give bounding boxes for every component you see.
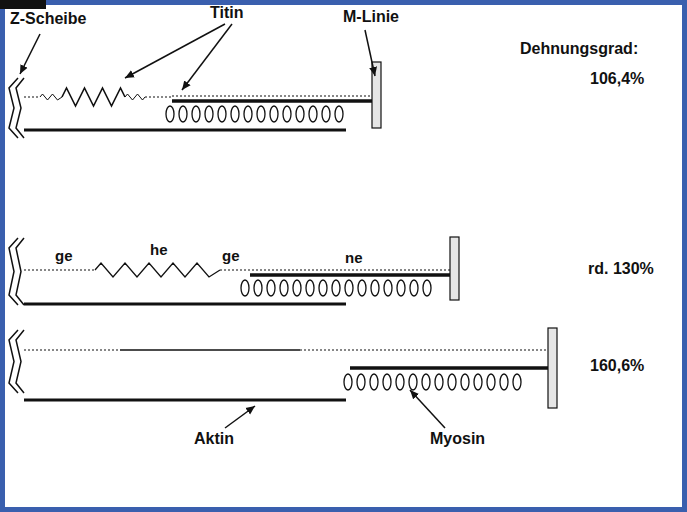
myosin-head — [383, 374, 391, 390]
myosin-head — [244, 106, 252, 122]
actin-filament — [24, 129, 346, 132]
heading-label: Dehnungsgrad: — [520, 40, 638, 58]
value-label: 160,6% — [590, 357, 644, 375]
myosin-head — [231, 106, 239, 122]
myosin-head — [241, 280, 249, 296]
myosin-head — [358, 280, 366, 296]
myosin-head — [335, 106, 343, 122]
titin — [220, 269, 450, 270]
myosin-head — [192, 106, 200, 122]
myosin-head — [370, 374, 378, 390]
structure-label: Titin — [210, 4, 243, 22]
leader-arrow — [182, 24, 232, 90]
titin — [172, 95, 372, 96]
titin — [95, 263, 220, 277]
myosin-head — [332, 280, 340, 296]
myosin-head — [513, 374, 521, 390]
segment-label: ge — [222, 248, 240, 265]
myosin-head — [397, 280, 405, 296]
z-disc — [16, 238, 24, 305]
segment-label: he — [150, 242, 168, 259]
myosin-head — [296, 106, 304, 122]
myosin-head — [410, 280, 418, 296]
leader-arrow — [125, 24, 225, 78]
myosin-filament — [250, 273, 450, 277]
m-line — [548, 328, 557, 408]
z-disc — [16, 78, 24, 138]
myosin-head — [280, 280, 288, 296]
leader-arrow — [225, 406, 255, 428]
myosin-head — [309, 106, 317, 122]
actin-filament — [24, 303, 346, 306]
myosin-head — [270, 106, 278, 122]
myosin-head — [306, 280, 314, 296]
actin-filament — [24, 399, 346, 402]
value-label: rd. 130% — [588, 260, 654, 278]
myosin-head — [283, 106, 291, 122]
myosin-head — [345, 280, 353, 296]
m-line — [450, 237, 459, 300]
structure-label: Aktin — [194, 430, 234, 448]
corner-block — [0, 0, 46, 9]
structure-label: M-Linie — [343, 8, 399, 26]
myosin-head — [357, 374, 365, 390]
titin — [120, 349, 300, 351]
leader-arrow — [365, 30, 375, 76]
myosin-head — [267, 280, 275, 296]
myosin-filament — [350, 366, 550, 370]
myosin-head — [254, 280, 262, 296]
myosin-head — [179, 106, 187, 122]
titin — [145, 96, 172, 97]
myosin-head — [344, 374, 352, 390]
leader-arrow — [410, 390, 445, 428]
titin — [62, 88, 125, 106]
myosin-head — [474, 374, 482, 390]
myosin-head — [322, 106, 330, 122]
myosin-head — [409, 374, 417, 390]
titin — [300, 349, 550, 350]
leader-arrow — [20, 34, 40, 74]
segment-label: ge — [55, 248, 73, 265]
myosin-head — [293, 280, 301, 296]
myosin-head — [257, 106, 265, 122]
myosin-head — [218, 106, 226, 122]
myosin-head — [435, 374, 443, 390]
myosin-head — [371, 280, 379, 296]
titin — [40, 94, 62, 100]
myosin-head — [423, 280, 431, 296]
z-disc — [16, 330, 24, 393]
myosin-head — [422, 374, 430, 390]
myosin-head — [461, 374, 469, 390]
titin — [24, 349, 120, 350]
segment-label: ne — [345, 250, 363, 267]
myosin-filament — [172, 99, 372, 103]
titin — [125, 94, 145, 100]
myosin-head — [448, 374, 456, 390]
structure-label: Myosin — [430, 430, 485, 448]
titin — [24, 96, 40, 97]
titin — [24, 269, 95, 270]
structure-label: Z-Scheibe — [10, 10, 86, 28]
myosin-head — [166, 106, 174, 122]
value-label: 106,4% — [590, 70, 644, 88]
myosin-head — [487, 374, 495, 390]
myosin-head — [384, 280, 392, 296]
myosin-head — [396, 374, 404, 390]
myosin-head — [205, 106, 213, 122]
myosin-head — [500, 374, 508, 390]
myosin-head — [319, 280, 327, 296]
